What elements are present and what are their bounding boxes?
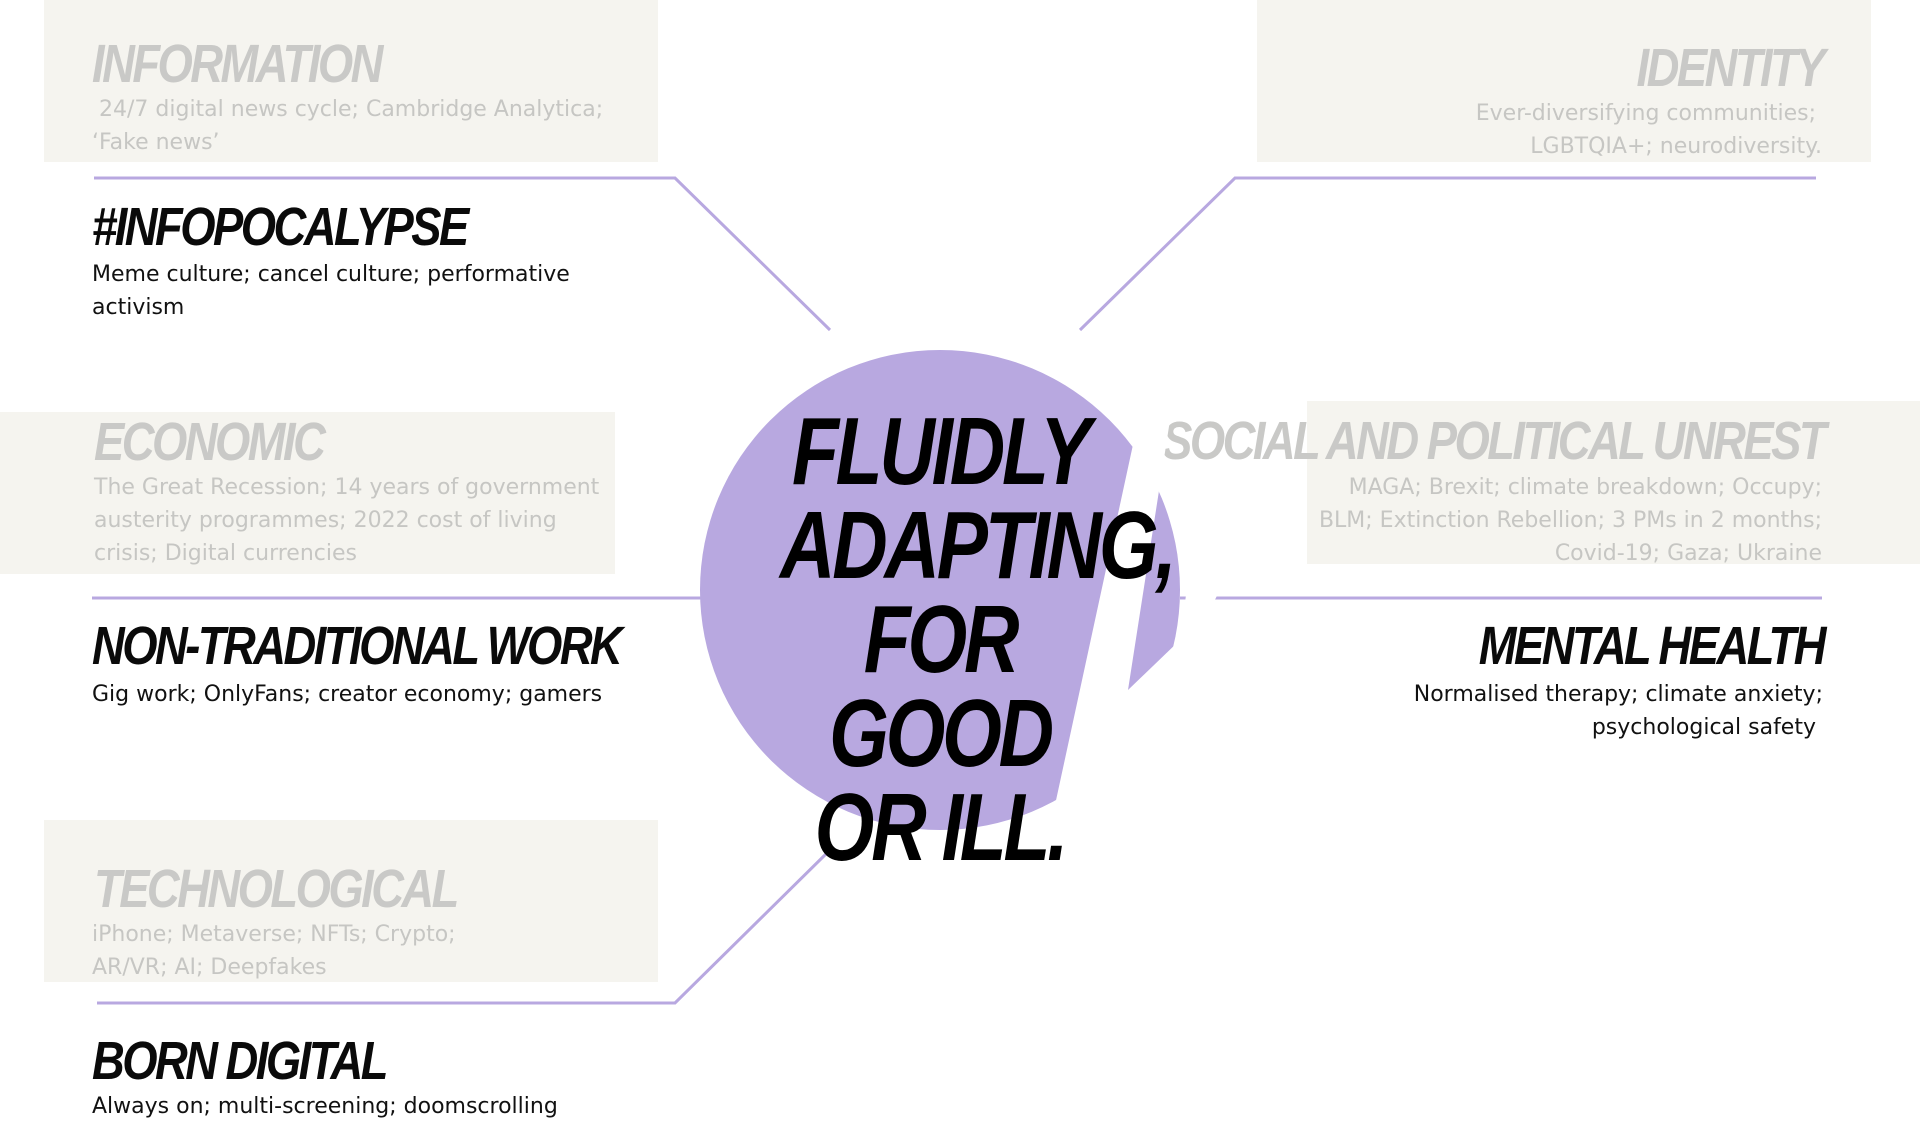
economic-description-line-2: austerity programmes; 2022 cost of livin… (94, 508, 557, 533)
identity-title: IDENTITY (1636, 38, 1826, 98)
mental-health-description-line-1: Normalised therapy; climate anxiety; (1413, 682, 1823, 707)
technological-title: TECHNOLOGICAL (94, 859, 459, 919)
born-digital-title: BORN DIGITAL (92, 1031, 388, 1091)
information-description-line-2: ‘Fake news’ (92, 130, 220, 155)
panel-economic (0, 412, 615, 574)
hub-title: FLUIDLY ADAPTING, FOR GOOD OR ILL. (780, 398, 1177, 881)
connector-identity (1078, 176, 1816, 332)
panel-identity (1257, 0, 1871, 162)
social-political-unrest-line-1: MAGA; Brexit; climate breakdown; Occupy; (1348, 475, 1822, 500)
economic-description-line-1: The Great Recession; 14 years of governm… (94, 475, 600, 500)
connector-infopocalypse (94, 176, 832, 332)
identity-description-line-1: Ever-diversifying communities; (1475, 101, 1816, 126)
identity-description-line-2: LGBTQIA+; neurodiversity. (1530, 134, 1822, 159)
infopocalypse-title: #INFOPOCALYPSE (92, 197, 469, 257)
connector-technological (97, 848, 832, 1005)
hub-title-line-3: FOR GOOD (829, 586, 1054, 787)
information-title: INFORMATION (92, 34, 383, 94)
social-political-unrest-title: SOCIAL AND POLITICAL UNREST (1162, 411, 1826, 471)
economic-title: ECONOMIC (94, 412, 326, 472)
economic-description-line-3: crisis; Digital currencies (94, 541, 357, 566)
information-description-line-1: 24/7 digital news cycle; Cambridge Analy… (99, 97, 604, 122)
social-political-unrest-line-3: Covid-19; Gaza; Ukraine (1554, 541, 1822, 566)
hub-title-line-4: OR ILL. (814, 774, 1069, 881)
born-digital-description: Always on; multi-screening; doomscrollin… (92, 1094, 558, 1119)
mental-health-description-line-2: psychological safety (1591, 715, 1816, 740)
infopocalypse-description-line-2: activism (92, 295, 185, 320)
non-traditional-work-title: NON-TRADITIONAL WORK (92, 616, 623, 676)
non-traditional-work-description: Gig work; OnlyFans; creator economy; gam… (92, 682, 603, 707)
hub-title-line-1: FLUIDLY (791, 398, 1091, 505)
panel-technological (44, 820, 658, 982)
social-political-unrest-line-2: BLM; Extinction Rebellion; 3 PMs in 2 mo… (1318, 508, 1822, 533)
panel-information (44, 0, 658, 162)
hub-circle (700, 350, 1180, 830)
infopocalypse-description-line-1: Meme culture; cancel culture; performati… (92, 262, 570, 287)
hub-title-line-2: ADAPTING, (780, 492, 1177, 599)
panel-social-political-unrest (1307, 401, 1920, 564)
mental-health-title: MENTAL HEALTH (1478, 616, 1827, 676)
lightning-bolt-icon (1055, 420, 1220, 870)
technological-description-line-2: AR/VR; AI; Deepfakes (92, 955, 327, 980)
technological-description-line-1: iPhone; Metaverse; NFTs; Crypto; (92, 922, 456, 947)
